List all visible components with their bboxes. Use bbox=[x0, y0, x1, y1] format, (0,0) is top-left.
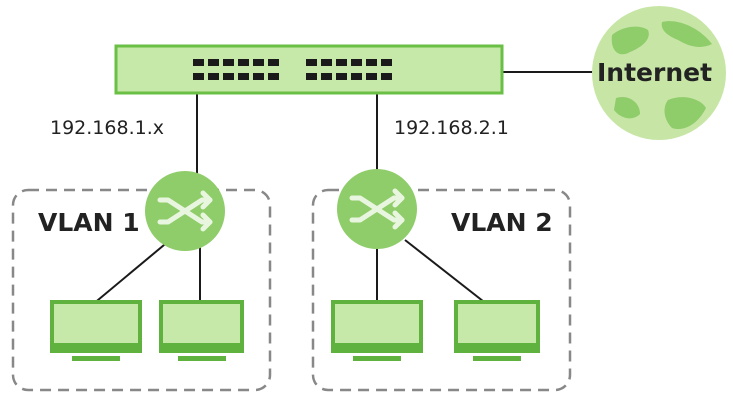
pc-4-icon bbox=[454, 300, 540, 361]
vlan-2-group bbox=[311, 188, 572, 392]
vlan-1-label: VLAN 1 bbox=[38, 208, 140, 237]
router-2-icon bbox=[337, 169, 417, 249]
switch-port bbox=[306, 59, 317, 66]
switch-port bbox=[351, 59, 362, 66]
switch-port bbox=[351, 73, 362, 80]
switch-port bbox=[193, 73, 204, 80]
switch-port bbox=[336, 59, 347, 66]
switch-port bbox=[253, 59, 264, 66]
pc-1-icon bbox=[50, 300, 142, 361]
switch-port bbox=[321, 73, 332, 80]
switch-port bbox=[268, 59, 279, 66]
internet-label: Internet bbox=[597, 58, 713, 87]
pc-3-icon bbox=[331, 300, 423, 361]
switch-port bbox=[253, 73, 264, 80]
link-router-1-pc-1 bbox=[91, 239, 171, 306]
router-1-icon bbox=[145, 171, 225, 251]
pc-2-icon bbox=[159, 300, 244, 361]
switch-port bbox=[381, 59, 392, 66]
switch-port bbox=[306, 73, 317, 80]
switch-port bbox=[193, 59, 204, 66]
switch-port bbox=[366, 73, 377, 80]
switch-port bbox=[223, 73, 234, 80]
switch-port bbox=[238, 73, 249, 80]
switch-port bbox=[381, 73, 392, 80]
switch-port bbox=[208, 59, 219, 66]
switch-port bbox=[238, 59, 249, 66]
switch-port bbox=[268, 73, 279, 80]
subnet-1-ip-label: 192.168.1.x bbox=[50, 117, 164, 139]
vlan-2-label: VLAN 2 bbox=[451, 208, 553, 237]
switch-ports bbox=[193, 59, 392, 80]
switch-port bbox=[321, 59, 332, 66]
core-switch bbox=[114, 44, 504, 95]
vlan-1-group bbox=[11, 188, 272, 392]
switch-port bbox=[208, 73, 219, 80]
globe-icon bbox=[592, 6, 726, 140]
switch-port bbox=[223, 59, 234, 66]
switch-port bbox=[336, 73, 347, 80]
link-router-2-pc-2 bbox=[404, 239, 489, 306]
subnet-2-ip-label: 192.168.2.1 bbox=[394, 117, 509, 139]
switch-port bbox=[366, 59, 377, 66]
